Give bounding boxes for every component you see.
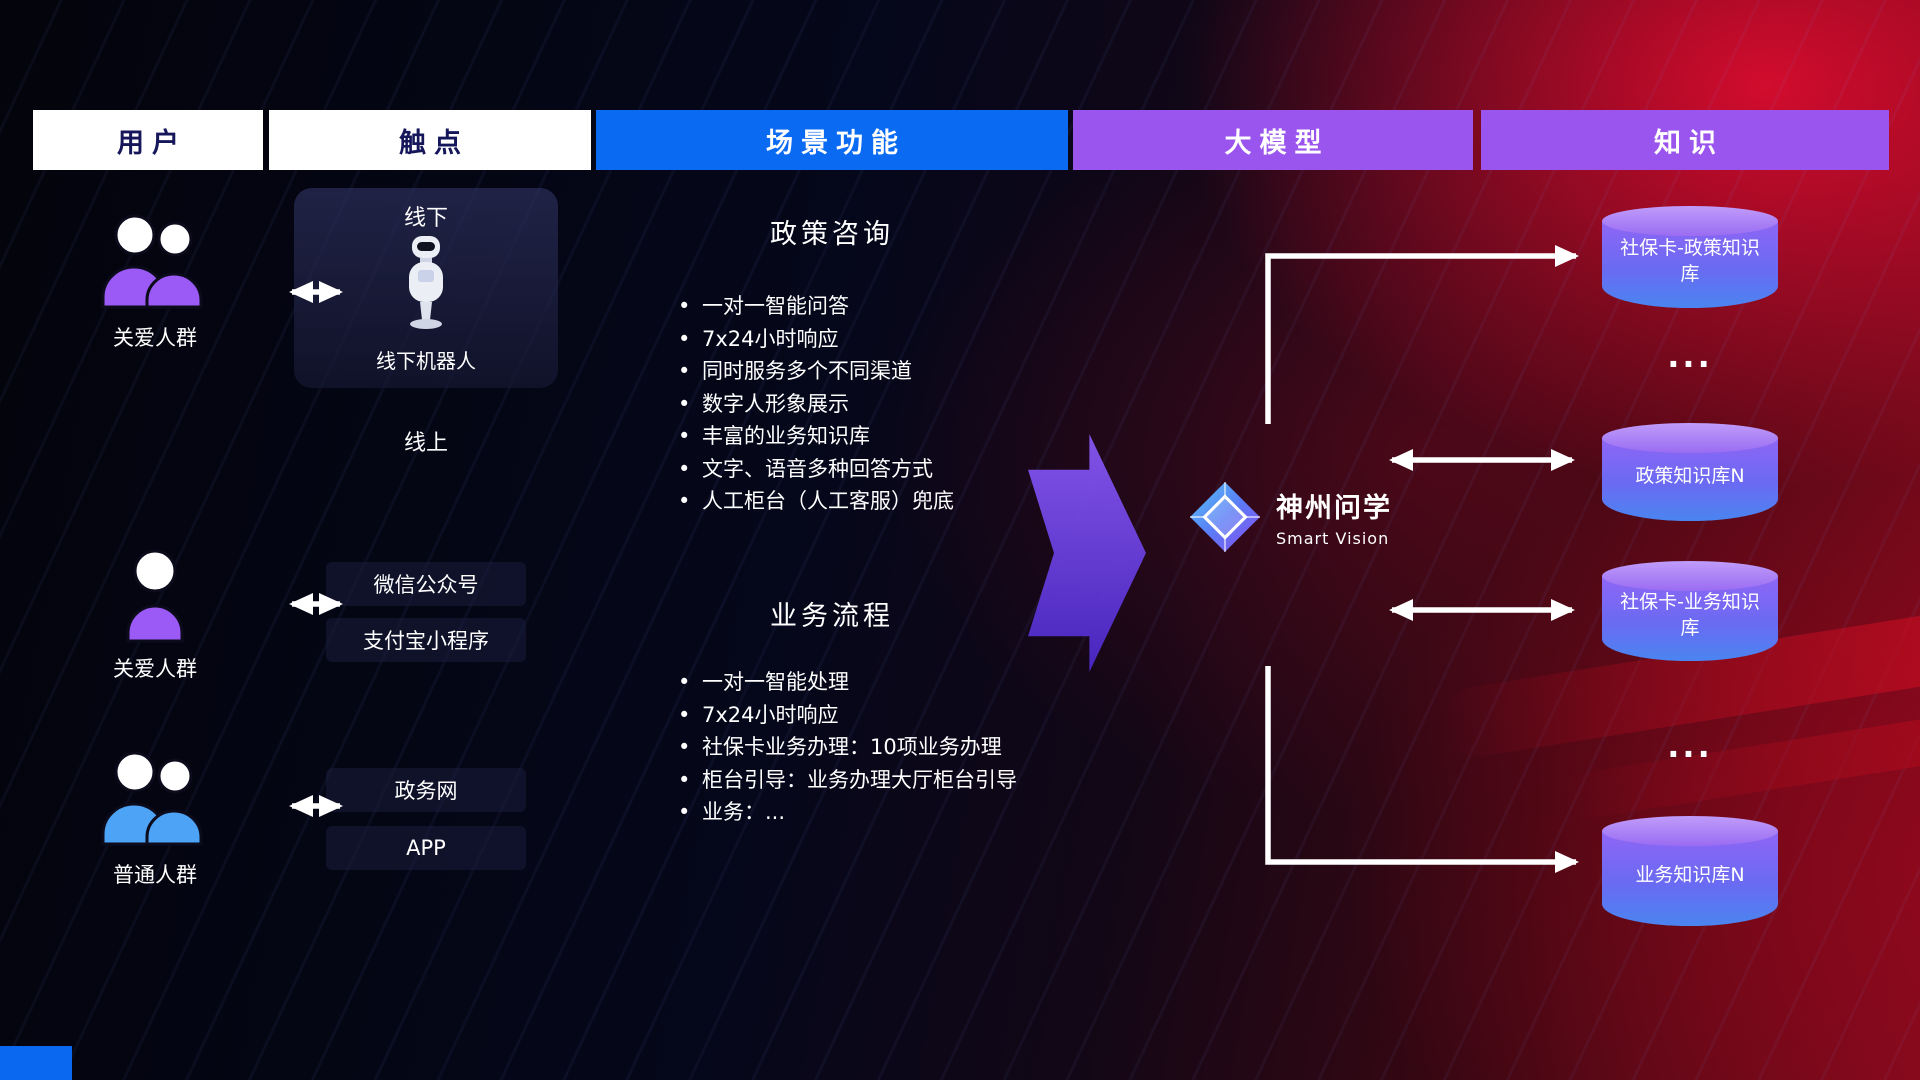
scenario-bullet: 7x24小时响应: [676, 699, 1106, 732]
people-group-icon: [101, 751, 203, 846]
header-label: 用户: [117, 127, 187, 159]
knowledge-db-business-sscard: 社保卡-业务知识库: [1602, 561, 1778, 661]
header-label: 触点: [399, 127, 469, 159]
scenario-bullet: 柜台引导：业务办理大厅柜台引导: [676, 764, 1106, 797]
scenario-bullet: 业务：...: [676, 796, 1106, 829]
user-group-care-1: 关爱人群: [55, 208, 255, 352]
scenario-bullet: 人工柜台（人工客服）兜底: [676, 485, 1106, 518]
header-label: 大模型: [1224, 127, 1330, 159]
corner-accent-decoration: [0, 1046, 72, 1080]
database-cylinder-top: [1602, 206, 1778, 236]
user-label: 普通人群: [113, 863, 197, 887]
knowledge-ellipsis: ...: [1667, 727, 1713, 765]
knowledge-ellipsis: ...: [1667, 337, 1713, 375]
scenario-bullet: 丰富的业务知识库: [676, 420, 1106, 453]
user-label: 关爱人群: [113, 326, 197, 350]
offline-touchpoint-panel: 线下 线下机器人: [294, 188, 558, 388]
offline-title: 线下: [403, 206, 448, 231]
header-label: 知识: [1654, 127, 1724, 159]
channel-gov-web: 政务网: [326, 768, 526, 812]
database-label: 政策知识库N: [1635, 465, 1745, 488]
scenario-policy-title: 政策咨询: [770, 219, 894, 250]
knowledge-db-business-n: 业务知识库N: [1602, 816, 1778, 926]
user-label: 关爱人群: [113, 657, 197, 681]
scenario-bullet: 7x24小时响应: [676, 323, 1106, 356]
database-cylinder-top: [1602, 816, 1778, 846]
model-logo: 神州问学 Smart Vision: [1186, 478, 1392, 556]
header-col-knowledge: 知识: [1481, 110, 1889, 170]
model-subtitle: Smart Vision: [1276, 529, 1390, 548]
channel-wechat: 微信公众号: [326, 562, 526, 606]
knowledge-db-policy-n: 政策知识库N: [1602, 423, 1778, 521]
policy-bullet-list: 一对一智能问答 7x24小时响应 同时服务多个不同渠道 数字人形象展示 丰富的业…: [676, 290, 1106, 518]
database-label: 业务知识库N: [1635, 864, 1745, 887]
online-title: 线上: [403, 431, 448, 456]
scenario-bullet: 社保卡业务办理：10项业务办理: [676, 731, 1106, 764]
database-cylinder-body: [1602, 831, 1778, 926]
scenario-bullet: 一对一智能处理: [676, 666, 1106, 699]
database-label: 社保卡-政策知识库: [1620, 237, 1760, 285]
offline-robot-label: 线下机器人: [376, 349, 476, 373]
header-col-touchpoint: 触点: [269, 110, 591, 170]
database-cylinder-top: [1602, 423, 1778, 453]
user-group-normal: 普通人群: [55, 745, 255, 889]
channel-alipay-miniprogram: 支付宝小程序: [326, 618, 526, 662]
database-label: 社保卡-业务知识库: [1620, 591, 1760, 639]
model-name: 神州问学: [1276, 493, 1392, 524]
header-col-scenario: 场景功能: [596, 110, 1068, 170]
header-col-user: 用户: [33, 110, 263, 170]
knowledge-db-policy-sscard: 社保卡-政策知识库: [1602, 206, 1778, 308]
scenario-bullet: 同时服务多个不同渠道: [676, 355, 1106, 388]
scenario-business-title: 业务流程: [770, 601, 894, 632]
header-label: 场景功能: [766, 127, 906, 159]
scenario-bullet: 文字、语音多种回答方式: [676, 453, 1106, 486]
business-bullet-list: 一对一智能处理 7x24小时响应 社保卡业务办理：10项业务办理 柜台引导：业务…: [676, 666, 1106, 829]
channel-app: APP: [326, 826, 526, 870]
robot-icon: [409, 236, 443, 329]
user-group-care-2: 关爱人群: [55, 545, 255, 683]
diamond-logo-icon: [1190, 482, 1260, 552]
database-cylinder-top: [1602, 561, 1778, 591]
single-person-icon: [126, 549, 184, 643]
scenario-bullet: 一对一智能问答: [676, 290, 1106, 323]
scenario-bullet: 数字人形象展示: [676, 388, 1106, 421]
header-col-model: 大模型: [1073, 110, 1473, 170]
people-group-icon: [101, 214, 203, 309]
